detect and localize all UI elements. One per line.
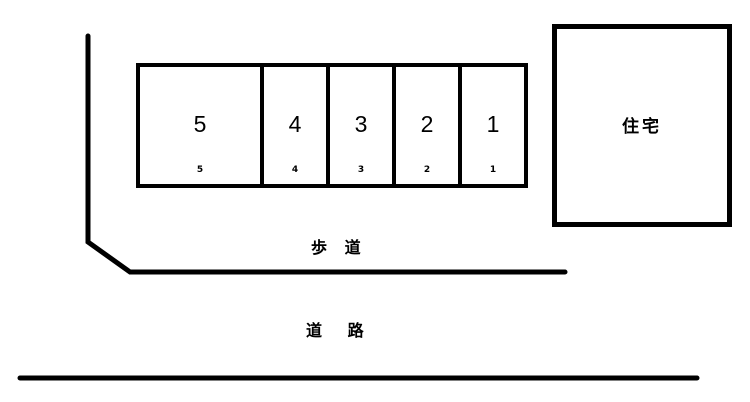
sidewalk-label: 歩 道 <box>311 238 367 257</box>
parking-space-3[interactable]: 3 3 <box>326 67 392 184</box>
space-number: 3 <box>354 111 368 137</box>
sidewalk-boundary-line <box>85 33 568 275</box>
road-label: 道 路 <box>306 321 374 340</box>
space-sub-label: 3 <box>357 165 365 175</box>
space-number: 5 <box>193 111 207 137</box>
space-sub-label: 4 <box>291 165 299 175</box>
parking-space-1[interactable]: 1 1 <box>458 67 524 184</box>
house-label: 住宅 <box>622 117 662 137</box>
parking-space-2[interactable]: 2 2 <box>392 67 458 184</box>
parking-space-5[interactable]: 5 5 <box>140 67 260 184</box>
house-building: 住宅 <box>552 24 732 227</box>
space-sub-label: 5 <box>196 165 204 175</box>
space-number: 4 <box>288 111 302 137</box>
space-number: 1 <box>486 111 500 137</box>
space-number: 2 <box>420 111 434 137</box>
parking-spaces-block: 5 5 4 4 3 3 2 2 1 1 <box>136 63 528 188</box>
space-sub-label: 1 <box>489 165 497 175</box>
space-sub-label: 2 <box>423 165 431 175</box>
parking-space-4[interactable]: 4 4 <box>260 67 326 184</box>
